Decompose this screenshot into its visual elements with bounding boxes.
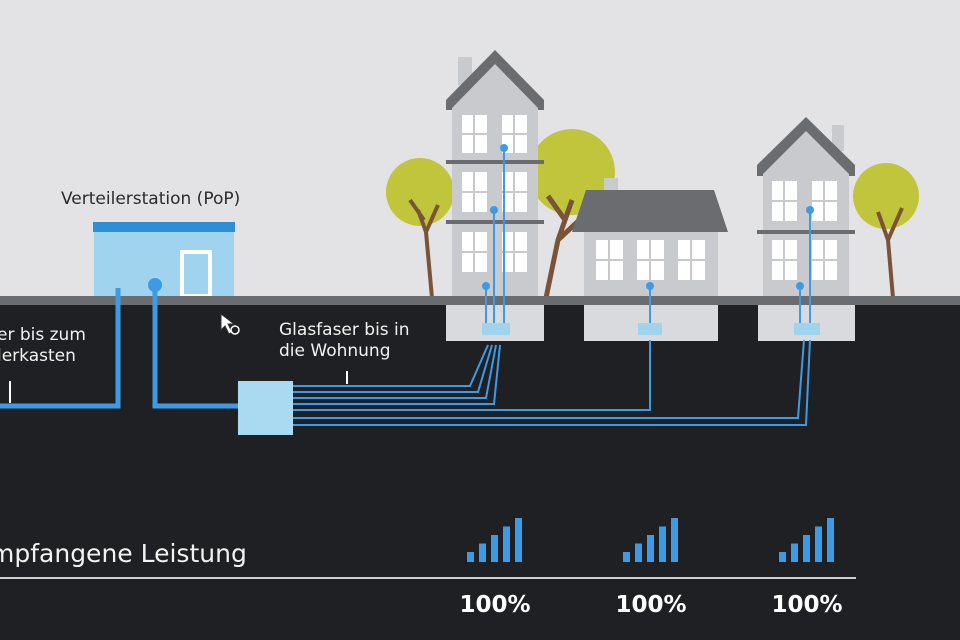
left-fiber-label-line1: er bis zum <box>0 325 86 345</box>
pop-station <box>93 222 235 298</box>
signal-bar-2-5 <box>671 518 678 562</box>
tree-right <box>853 163 919 299</box>
signal-bar-3-3 <box>803 535 810 562</box>
apartment-building-right <box>757 117 855 298</box>
signal-bar-1-1 <box>467 552 474 562</box>
signal-percentage-1: 100% <box>459 592 531 618</box>
signal-bar-2-1 <box>623 552 630 562</box>
signal-bar-1-5 <box>515 518 522 562</box>
signal-percentage-2: 100% <box>615 592 687 618</box>
signal-bar-1-4 <box>503 526 510 562</box>
ground-background <box>0 300 960 640</box>
fiber-lines <box>0 148 811 426</box>
distribution-box <box>238 381 293 435</box>
signal-bars-group <box>467 518 834 562</box>
fiber-endpoints <box>148 144 814 292</box>
signal-bar-2-2 <box>635 543 642 562</box>
signal-bar-2-4 <box>659 526 666 562</box>
received-power-label: mpfangene Leistung <box>0 539 247 568</box>
signal-bar-3-1 <box>779 552 786 562</box>
ground-surface-line <box>0 296 960 305</box>
signal-baseline <box>0 577 856 579</box>
fiber-to-home-label-line1: Glasfaser bis in <box>279 320 410 340</box>
left-fiber-label: er bis zum lerkasten <box>0 325 86 368</box>
house-wide <box>572 178 728 298</box>
signal-bar-1-3 <box>491 535 498 562</box>
left-fiber-label-line2: lerkasten <box>0 346 76 367</box>
cursor-icon <box>220 312 240 335</box>
signal-percentage-3: 100% <box>771 592 843 618</box>
signal-bar-3-2 <box>791 543 798 562</box>
signal-bar-1-2 <box>479 543 486 562</box>
signal-bar-3-4 <box>815 526 822 562</box>
building-connection-boxes <box>482 323 820 335</box>
pop-station-label: Verteilerstation (PoP) <box>61 189 241 209</box>
fiber-to-home-label: Glasfaser bis in die Wohnung <box>279 320 410 363</box>
signal-bar-2-3 <box>647 535 654 562</box>
signal-bar-3-5 <box>827 518 834 562</box>
tree-left <box>386 158 454 299</box>
fiber-to-home-label-line2: die Wohnung <box>279 341 391 362</box>
